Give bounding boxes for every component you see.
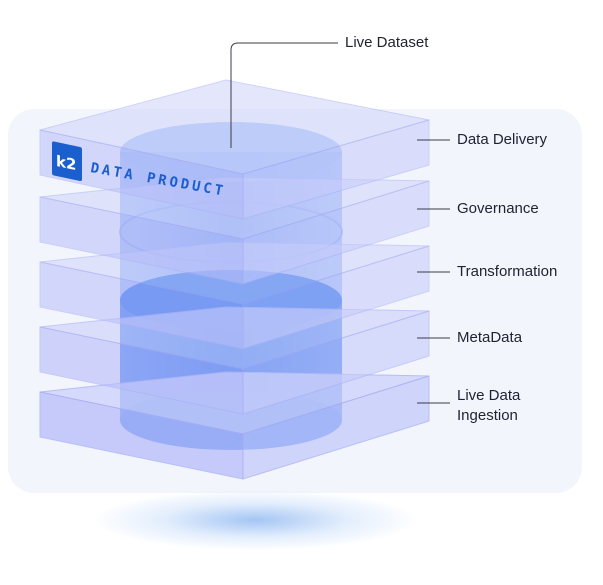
label-live-data-ingestion-line-2: Ingestion bbox=[457, 407, 518, 424]
callout-lines bbox=[230, 42, 450, 404]
slab-layer-1 bbox=[39, 79, 430, 220]
label-transformation: Transformation bbox=[457, 263, 558, 280]
logo-mark: k2 bbox=[56, 152, 76, 174]
label-data-delivery: Data Delivery bbox=[457, 131, 548, 148]
floor-shadow bbox=[95, 490, 415, 550]
label-governance: Governance bbox=[457, 200, 539, 217]
label-live-data-ingestion-line-1: Live Data bbox=[457, 387, 521, 404]
label-live-data-ingestion: Live Data Ingestion bbox=[457, 386, 597, 426]
label-metadata: MetaData bbox=[457, 329, 523, 346]
label-live-dataset: Live Dataset bbox=[345, 34, 429, 51]
connector-live-dataset bbox=[230, 42, 338, 148]
